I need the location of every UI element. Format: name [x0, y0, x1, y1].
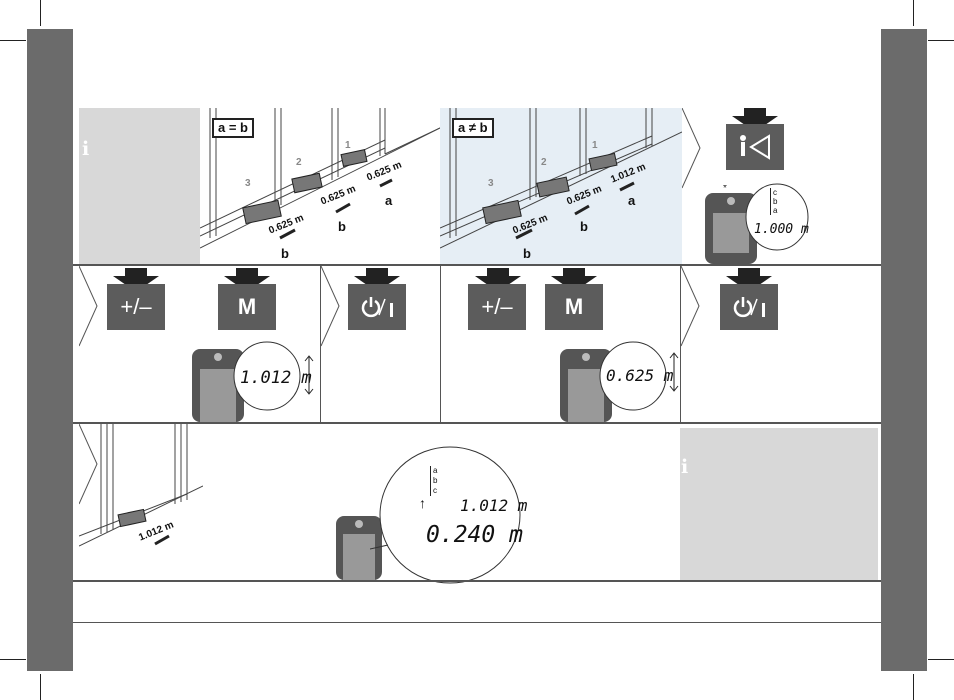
info-panel-top — [79, 108, 200, 264]
display-reading: 1.000 m — [754, 222, 809, 237]
display-callout — [233, 341, 301, 411]
laser-device — [336, 516, 382, 580]
display-callout — [370, 446, 521, 584]
memory-button[interactable]: M — [218, 284, 276, 330]
right-side-bar — [881, 29, 927, 671]
display-callout — [745, 183, 809, 251]
power-clear-button[interactable] — [720, 284, 778, 330]
page-bottom-rule — [73, 622, 881, 623]
indicator-b: b — [773, 197, 778, 206]
crop-mark — [913, 674, 914, 700]
crop-mark — [928, 40, 954, 41]
down-arrow-icon — [551, 268, 597, 292]
section-number: 3 — [488, 178, 494, 189]
plus-minus-button[interactable]: +/– — [107, 284, 165, 330]
step-divider — [680, 266, 681, 422]
up-down-arrow-icon — [669, 352, 679, 392]
info-panel-bottom — [680, 428, 878, 580]
label-a: a — [628, 193, 636, 208]
power-icon — [361, 297, 393, 318]
indicator-c: c — [773, 188, 777, 197]
wall-illustration-equal — [200, 108, 440, 264]
person-target-icon — [740, 134, 770, 160]
label-a: a — [385, 193, 393, 208]
display-callout — [599, 341, 667, 411]
up-arrow-icon: ↑ — [419, 495, 426, 511]
section-number: 3 — [245, 178, 251, 189]
power-clear-button[interactable] — [348, 284, 406, 330]
plus-minus-label: +/– — [481, 294, 513, 319]
section-number: 2 — [296, 157, 302, 168]
memory-button[interactable]: M — [545, 284, 603, 330]
memory-label: M — [564, 294, 584, 319]
label-b: b — [338, 219, 346, 234]
section-number: 1 — [345, 140, 351, 151]
svg-text:*: * — [723, 185, 727, 194]
indicator-column: c b a — [770, 188, 777, 215]
crop-mark — [40, 0, 41, 26]
indicator-a: a — [773, 206, 778, 215]
label-b: b — [523, 246, 531, 261]
crop-mark — [928, 659, 954, 660]
info-icon: i — [681, 456, 689, 478]
indicator-c: c — [433, 486, 437, 495]
down-arrow-icon — [732, 108, 778, 132]
label-b: b — [281, 246, 289, 261]
up-down-arrow-icon — [304, 355, 314, 395]
unequal-tag: a ≠ b — [452, 118, 494, 138]
step-arrow — [682, 108, 701, 189]
label-b: b — [580, 219, 588, 234]
down-arrow-icon — [113, 268, 159, 292]
crop-mark — [40, 674, 41, 700]
down-arrow-icon — [224, 268, 270, 292]
down-arrow-icon — [726, 268, 772, 292]
row-divider — [73, 264, 881, 266]
plus-minus-button[interactable]: +/– — [468, 284, 526, 330]
step-arrow — [321, 266, 340, 347]
crop-mark — [913, 0, 914, 26]
crop-mark — [0, 40, 26, 41]
crop-mark — [0, 659, 26, 660]
laser-device — [560, 349, 612, 422]
step-divider — [440, 266, 441, 422]
section-number: 2 — [541, 157, 547, 168]
laser-device — [192, 349, 244, 422]
step-arrow — [681, 266, 700, 347]
laser-device: * — [705, 185, 757, 264]
power-icon — [733, 297, 765, 318]
row-divider — [73, 422, 881, 424]
equal-tag: a = b — [212, 118, 254, 138]
indicator-a: a — [433, 466, 438, 475]
indicator-b: b — [433, 476, 438, 485]
row-divider — [73, 580, 881, 582]
display-reading: 1.012 m — [240, 368, 312, 388]
section-number: 1 — [592, 140, 598, 151]
reference-button[interactable] — [726, 124, 784, 170]
wall-illustration-result — [79, 424, 203, 580]
display-top-reading: 1.012 m — [460, 496, 528, 515]
down-arrow-icon — [475, 268, 521, 292]
down-arrow-icon — [354, 268, 400, 292]
memory-label: M — [237, 294, 257, 319]
display-reading: 0.625 m — [606, 366, 674, 385]
plus-minus-label: +/– — [120, 294, 152, 319]
step-divider — [320, 266, 321, 422]
left-side-bar — [27, 29, 73, 671]
info-icon: i — [82, 138, 90, 160]
step-arrow — [79, 266, 98, 347]
indicator-column: a b c — [430, 466, 437, 496]
display-main-reading: 0.240 m — [426, 522, 523, 548]
